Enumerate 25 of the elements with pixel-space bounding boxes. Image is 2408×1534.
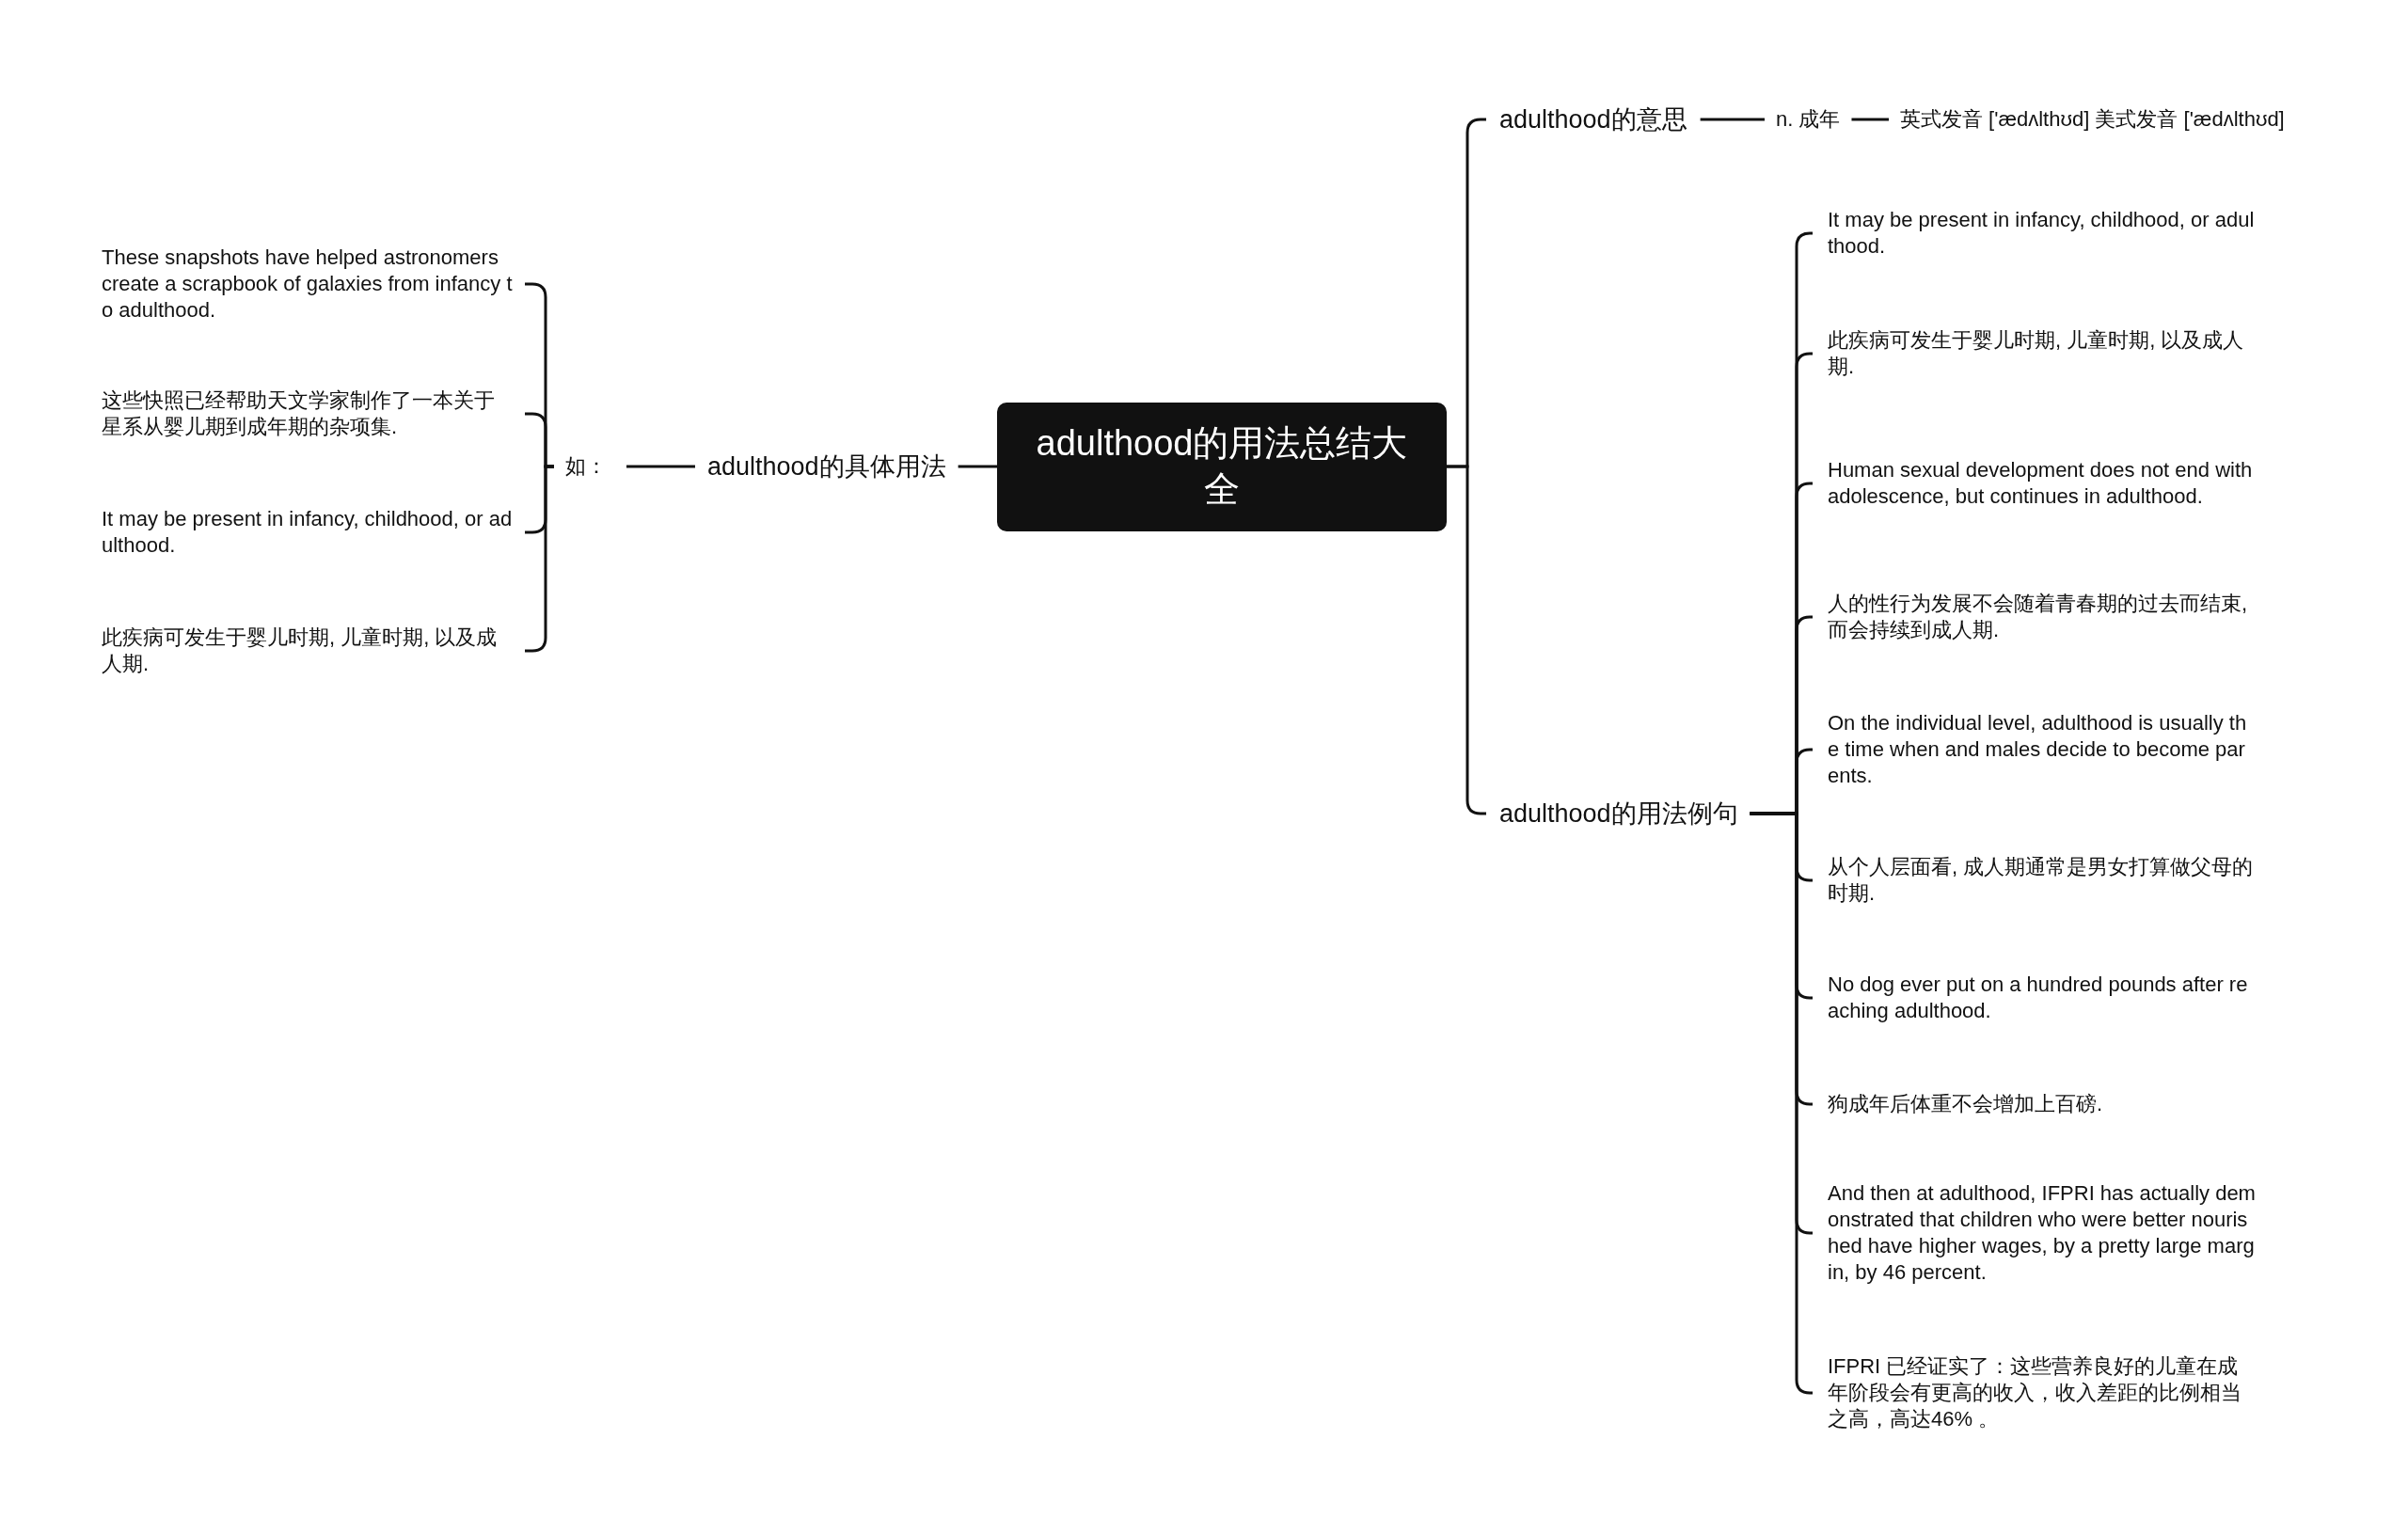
pronunciation-text: 英式发音 ['ædʌlthʊd] 美式发音 ['ædʌlthʊd]: [1889, 105, 2296, 134]
example-sentence: 人的性行为发展不会随着青春期的过去而结束, 而会持续到成人期.: [1813, 591, 2257, 643]
example-sentence: 从个人层面看, 成人期通常是男女打算做父母的时期.: [1813, 854, 2257, 907]
connector-line: [958, 465, 997, 468]
example-sentence: It may be present in infancy, childhood, or adulthood.: [102, 506, 525, 559]
example-sentence: 这些快照已经帮助天文学家制作了一本关于星系从婴儿期到成年期的杂项集.: [102, 387, 525, 440]
topic-label: adulthood的用法例句: [1486, 797, 1751, 830]
example-sentence: IFPRI 已经证实了：这些营养良好的儿童在成年阶段会有更高的收入，收入差距的比例相当之高，高达46% 。: [1813, 1353, 2257, 1432]
connector-line: [1700, 118, 1765, 121]
example-sentence: These snapshots have helped astronomers create a scrapbook of galaxies from infancy to adulthood.: [102, 245, 525, 324]
connector-line: [1851, 118, 1889, 121]
example-sentence: 此疾病可发生于婴儿时期, 儿童时期, 以及成人期.: [102, 625, 525, 677]
topic-label: adulthood的具体用法: [695, 450, 958, 483]
definition-text: n. 成年: [1765, 105, 1852, 134]
example-sentence: 此疾病可发生于婴儿时期, 儿童时期, 以及成人期.: [1813, 327, 2257, 380]
example-sentence: On the individual level, adulthood is usually the time when and males decide to become parents.: [1813, 710, 2257, 789]
topic-label: 如：: [554, 452, 626, 481]
connector-line: [626, 465, 695, 468]
topic-label: adulthood的意思: [1486, 103, 1701, 136]
central-topic-box: adulthood的用法总结大全: [997, 402, 1447, 531]
example-sentence: Human sexual development does not end with adolescence, but continues in adulthood.: [1813, 457, 2257, 510]
example-sentence: 狗成年后体重不会增加上百磅.: [1813, 1091, 2257, 1117]
example-sentence: And then at adulthood, IFPRI has actually demonstrated that children who were better nourished have higher wages, by a pretty large margin, by 46 percent.: [1813, 1180, 2257, 1286]
example-sentence: It may be present in infancy, childhood, or adulthood.: [1813, 207, 2257, 260]
example-sentence: No dog ever put on a hundred pounds after reaching adulthood.: [1813, 972, 2257, 1024]
